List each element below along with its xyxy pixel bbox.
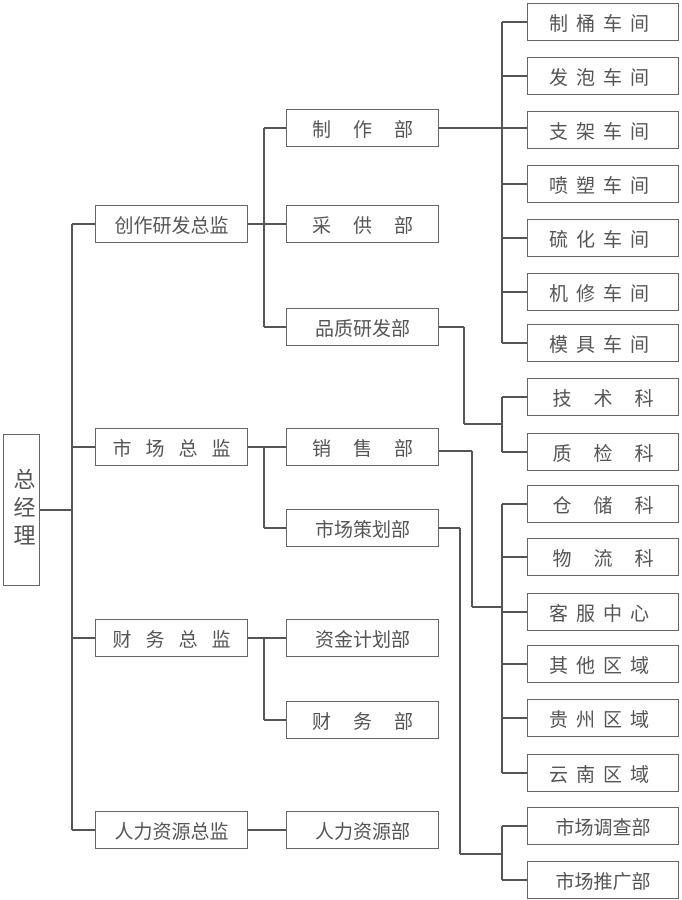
node-label: 资金计划部 <box>314 628 410 651</box>
node-other-region: 其他区域 <box>527 645 679 683</box>
node-guizhou-region: 贵州区域 <box>527 699 679 737</box>
node-purchasing-dept: 采供部 <box>286 205 439 243</box>
node-label: 人力资源总监 <box>114 820 229 843</box>
node-label: 机修车间 <box>548 282 657 305</box>
node-label: 其他区域 <box>548 654 657 677</box>
node-label: 品质研发部 <box>314 317 410 340</box>
node-label: 财务总监 <box>112 628 245 651</box>
node-quality-rd-dept: 品质研发部 <box>286 308 439 346</box>
node-label: 制桶车间 <box>548 12 657 35</box>
node-label: 人力资源部 <box>314 820 410 843</box>
node-repair-workshop: 机修车间 <box>527 273 679 311</box>
node-hr-director: 人力资源总监 <box>95 811 248 849</box>
node-foam-workshop: 发泡车间 <box>527 57 679 95</box>
node-label: 硫化车间 <box>548 228 657 251</box>
node-label: 质检科 <box>552 442 676 465</box>
node-market-research: 市场调查部 <box>527 807 679 845</box>
node-label: 仓储科 <box>552 494 676 517</box>
node-storage-section: 仓储科 <box>527 485 679 523</box>
node-label: 贵州区域 <box>548 708 657 731</box>
node-label: 市场总监 <box>112 437 245 460</box>
node-label: 制作部 <box>311 118 435 141</box>
node-yunnan-region: 云南区域 <box>527 754 679 792</box>
node-hr-dept: 人力资源部 <box>286 811 439 849</box>
node-logistics-section: 物流科 <box>527 538 679 576</box>
node-vulcanize-workshop: 硫化车间 <box>527 219 679 257</box>
node-label: 物流科 <box>552 547 676 570</box>
node-label: 支架车间 <box>548 120 657 143</box>
node-production-dept: 制作部 <box>286 109 439 147</box>
node-market-promotion: 市场推广部 <box>527 861 679 899</box>
root-node-general-manager: 总经理 <box>3 434 40 586</box>
node-bucket-workshop: 制桶车间 <box>527 3 679 41</box>
node-label: 采供部 <box>311 214 435 237</box>
node-market-planning-dept: 市场策划部 <box>286 509 439 547</box>
node-label: 市场调查部 <box>555 816 651 839</box>
node-bracket-workshop: 支架车间 <box>527 111 679 149</box>
node-label: 喷塑车间 <box>548 174 657 197</box>
node-label: 创作研发总监 <box>114 214 229 237</box>
node-customer-service: 客服中心 <box>527 593 679 631</box>
node-label: 模具车间 <box>548 333 657 356</box>
node-rd-director: 创作研发总监 <box>95 205 248 243</box>
node-qc-section: 质检科 <box>527 433 679 471</box>
node-label: 云南区域 <box>548 763 657 786</box>
node-tech-section: 技术科 <box>527 378 679 416</box>
node-label: 技术科 <box>552 387 676 410</box>
node-label: 财务部 <box>311 710 435 733</box>
node-label: 客服中心 <box>548 602 657 625</box>
node-label: 销售部 <box>311 437 435 460</box>
node-label: 发泡车间 <box>548 66 657 89</box>
node-mold-workshop: 模具车间 <box>527 324 679 362</box>
node-marketing-director: 市场总监 <box>95 428 248 466</box>
node-fund-planning-dept: 资金计划部 <box>286 619 439 657</box>
node-label: 市场推广部 <box>555 870 651 893</box>
node-sales-dept: 销售部 <box>286 428 439 466</box>
node-label: 市场策划部 <box>314 518 410 541</box>
node-finance-dept: 财务部 <box>286 701 439 739</box>
node-spray-workshop: 喷塑车间 <box>527 165 679 203</box>
root-label: 总经理 <box>9 468 35 552</box>
node-finance-director: 财务总监 <box>95 619 248 657</box>
